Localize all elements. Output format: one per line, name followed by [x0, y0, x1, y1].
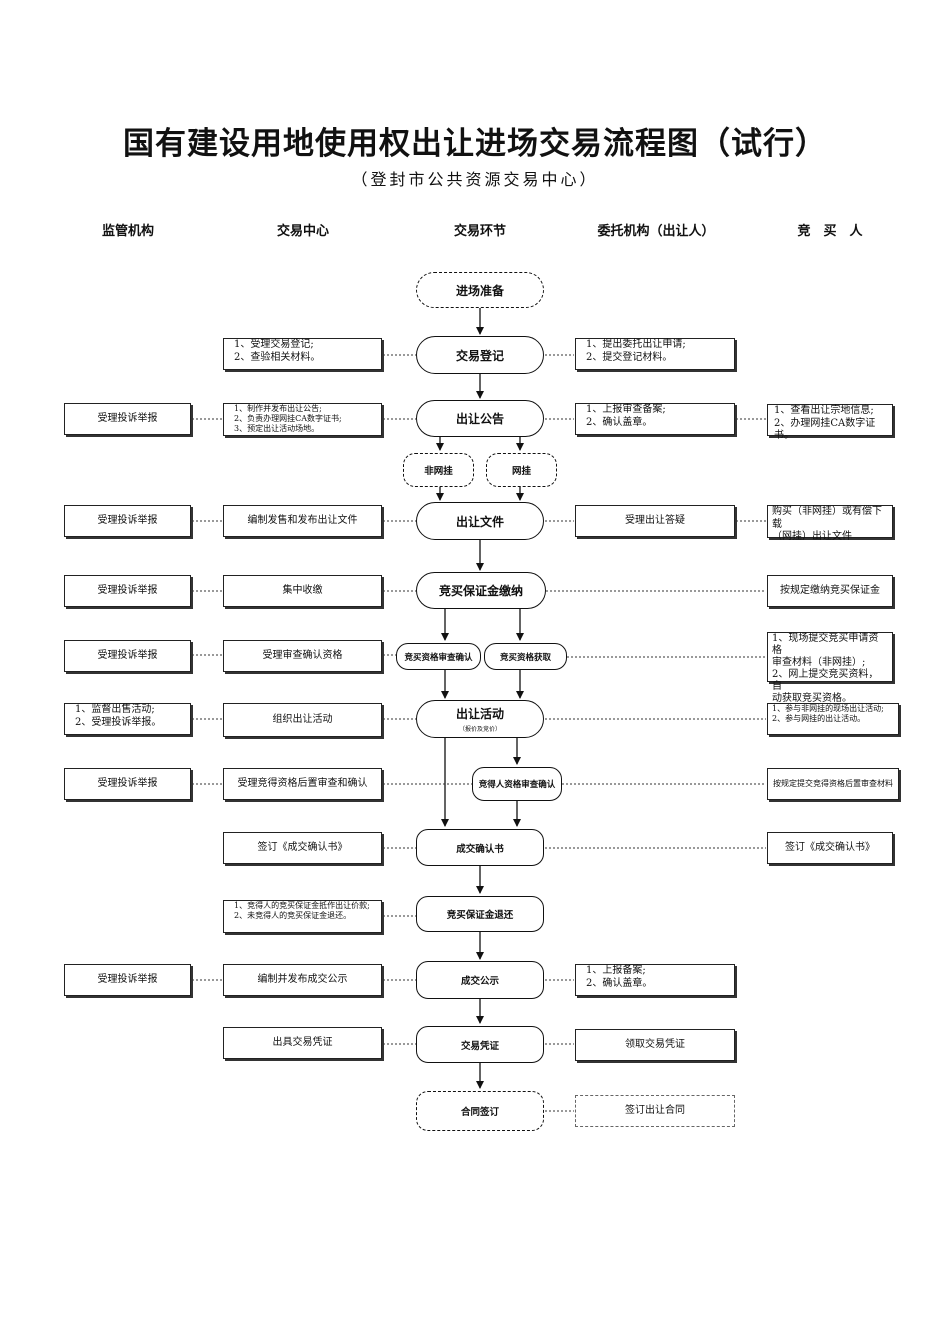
bidder-qualification-line-2: 审查材料（非网挂）; [772, 657, 866, 668]
bidder-announcement-line-1: 1、查看出让宗地信息; [774, 405, 874, 416]
step-voucher: 交易凭证 [416, 1026, 544, 1063]
column-header-seller: 委托机构（出让人） [597, 224, 715, 239]
step-confirmation: 成交确认书 [416, 829, 544, 866]
seller-registration-line-2: 2、提交登记材料。 [586, 351, 673, 363]
bidder-qualification-line-4: 动获取竞买资格。 [772, 693, 852, 704]
center-refund-line-1: 1、竞得人的竞买保证金抵作出让价款; [234, 901, 370, 910]
supervision-complaint-5: 受理投诉举报 [64, 768, 191, 800]
center-refund-line-2: 2、未竞得人的竞买保证金退还。 [234, 911, 352, 920]
supervision-complaint-6: 受理投诉举报 [64, 964, 191, 996]
page-title: 国有建设用地使用权出让进场交易流程图（试行） [123, 126, 827, 162]
seller-registration: 1、提出委托出让申请; 2、提交登记材料。 [575, 338, 735, 370]
seller-announcement-line-1: 1、上报审查备案; [586, 404, 666, 415]
seller-qa: 受理出让答疑 [575, 505, 735, 537]
bidder-documents: 购买（非网挂）或有偿下载 （网挂）出让文件 [767, 505, 893, 542]
step-auction-label: 出让活动 [455, 707, 504, 721]
page-subtitle: （登封市公共资源交易中心） [351, 170, 599, 189]
step-deposit-refund: 竞买保证金退还 [416, 896, 544, 932]
center-winner-review: 受理竞得资格后置审查和确认 [223, 768, 382, 800]
supervision-monitor-line-1: 1、监督出售活动; [75, 704, 155, 715]
step-prepare: 进场准备 [416, 272, 544, 308]
center-publicity: 编制并发布成交公示 [223, 964, 382, 996]
step-qualification-obtain: 竞买资格获取 [484, 643, 567, 670]
center-registration-line-1: 1、受理交易登记; [234, 339, 314, 350]
step-online: 网挂 [486, 453, 557, 487]
supervision-monitor-line-2: 2、受理投诉举报。 [75, 716, 162, 728]
center-registration: 1、受理交易登记; 2、查验相关材料。 [223, 338, 382, 370]
center-auction: 组织出让活动 [223, 703, 382, 737]
supervision-monitor: 1、监督出售活动; 2、受理投诉举报。 [64, 703, 191, 735]
step-winner-review: 竞得人资格审查确认 [472, 767, 562, 801]
step-qualification-review: 竞买资格审查确认 [396, 643, 481, 670]
bidder-auction-line-2: 2、参与网挂的出让活动。 [772, 714, 866, 723]
bidder-documents-line-1: 购买（非网挂）或有偿下载 [772, 506, 882, 530]
center-announcement-line-1: 1、制作并发布出让公告; [234, 404, 322, 413]
step-contract: 合同签订 [416, 1091, 544, 1131]
center-collection: 集中收缴 [223, 575, 382, 607]
center-refund: 1、竞得人的竞买保证金抵作出让价款; 2、未竞得人的竞买保证金退还。 [223, 900, 382, 933]
bidder-winner-review: 按规定提交竞得资格后置审查材料 [767, 768, 899, 800]
bidder-qualification: 1、现场提交竞买申请资格 审查材料（非网挂）; 2、网上提交竞买资料，自 动获取… [767, 632, 893, 704]
column-header-supervision: 监管机构 [101, 224, 154, 239]
supervision-complaint-4: 受理投诉举报 [64, 640, 191, 672]
step-auction-sublabel: （报价及竞价） [458, 726, 501, 733]
column-header-center: 交易中心 [276, 224, 329, 239]
bidder-qualification-line-3: 2、网上提交竞买资料，自 [772, 669, 879, 692]
supervision-complaint-1: 受理投诉举报 [64, 403, 191, 435]
bidder-qualification-line-1: 1、现场提交竞买申请资格 [772, 633, 879, 656]
center-registration-line-2: 2、查验相关材料。 [234, 351, 321, 363]
bidder-announcement-line-2: 2、办理网挂CA数字证书。 [774, 417, 876, 442]
step-auction: 出让活动 （报价及竞价） [416, 700, 544, 738]
column-header-process: 交易环节 [453, 224, 506, 239]
center-announcement: 1、制作并发布出让公告; 2、负责办理网挂CA数字证书; 3、预定出让活动场地。 [223, 403, 382, 436]
seller-publicity-line-2: 2、确认盖章。 [586, 977, 653, 989]
supervision-complaint-2: 受理投诉举报 [64, 505, 191, 537]
supervision-complaint-3: 受理投诉举报 [64, 575, 191, 607]
step-registration: 交易登记 [416, 336, 544, 374]
seller-announcement-line-2: 2、确认盖章。 [586, 416, 653, 428]
center-announcement-line-2: 2、负责办理网挂CA数字证书; [234, 414, 342, 423]
center-documents: 编制发售和发布出让文件 [223, 505, 382, 537]
bidder-announcement: 1、查看出让宗地信息; 2、办理网挂CA数字证书。 [767, 404, 893, 441]
seller-publicity-line-1: 1、上报备案; [586, 965, 646, 976]
seller-voucher: 领取交易凭证 [575, 1029, 735, 1061]
seller-announcement: 1、上报审查备案; 2、确认盖章。 [575, 403, 735, 435]
bidder-documents-line-2: （网挂）出让文件 [772, 531, 852, 542]
center-announcement-line-3: 3、预定出让活动场地。 [234, 424, 320, 433]
center-confirmation: 签订《成交确认书》 [223, 832, 382, 864]
bidder-auction-line-1: 1、参与非网挂的现场出让活动; [772, 704, 884, 713]
seller-contract: 签订出让合同 [575, 1095, 735, 1127]
column-header-bidder: 竞 买 人 [797, 224, 863, 239]
seller-registration-line-1: 1、提出委托出让申请; [586, 339, 686, 350]
step-announcement: 出让公告 [416, 400, 544, 437]
bidder-auction: 1、参与非网挂的现场出让活动; 2、参与网挂的出让活动。 [767, 703, 899, 735]
center-voucher: 出具交易凭证 [223, 1027, 382, 1059]
seller-publicity: 1、上报备案; 2、确认盖章。 [575, 964, 735, 996]
step-deposit: 竞买保证金缴纳 [416, 572, 546, 609]
bidder-deposit: 按规定缴纳竞买保证金 [767, 575, 893, 607]
center-qualification: 受理审查确认资格 [223, 640, 382, 672]
step-documents: 出让文件 [416, 502, 544, 540]
bidder-confirmation: 签订《成交确认书》 [767, 832, 893, 864]
step-offline: 非网挂 [403, 453, 474, 487]
step-publicity: 成交公示 [416, 961, 544, 999]
